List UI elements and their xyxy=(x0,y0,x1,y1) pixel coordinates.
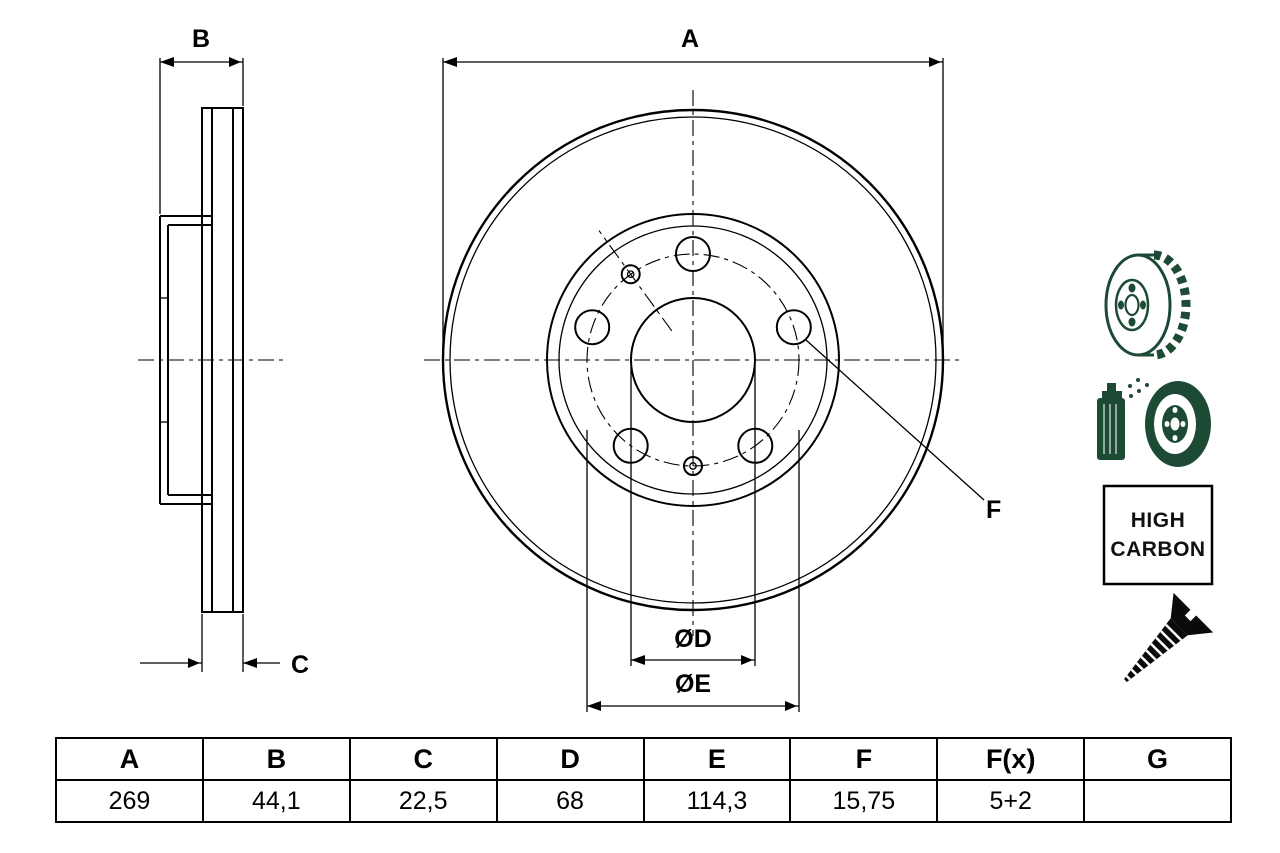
coated-disc-bolt-hole xyxy=(1180,421,1186,427)
spray-dot xyxy=(1137,389,1141,393)
disc-hub xyxy=(1114,278,1150,332)
spec-col-header-g: G xyxy=(1083,737,1232,781)
vented-brake-disc-icon xyxy=(1104,250,1191,360)
pin-hole xyxy=(620,264,641,285)
drawing-canvas: B C A xyxy=(138,25,1214,712)
spec-col-header-e: E xyxy=(642,737,792,781)
dim-f-label: F xyxy=(986,496,1001,524)
disc-center-bore xyxy=(1124,293,1140,317)
disc-bolt-hole xyxy=(1118,300,1124,310)
coated-disc-bore xyxy=(1170,417,1180,431)
spec-value-f: 15,75 xyxy=(789,779,939,823)
high-carbon-line2: CARBON xyxy=(1110,538,1205,561)
spray-dot xyxy=(1129,394,1133,398)
screw-slot xyxy=(1184,609,1197,622)
pin-hole-centerline xyxy=(598,230,673,332)
spec-value-a: 269 xyxy=(55,779,204,823)
spec-col-header-d: D xyxy=(495,737,645,781)
dim-d-label: ØD xyxy=(674,625,712,653)
bolt-hole xyxy=(775,309,812,346)
dimension-d: ØD xyxy=(630,366,756,666)
spec-col-header-f: F xyxy=(789,737,939,781)
disc-bolt-hole xyxy=(1140,300,1146,310)
spec-value-d: 68 xyxy=(495,779,645,823)
disc-bolt-hole xyxy=(1128,317,1136,327)
spray-dot xyxy=(1128,384,1132,388)
spec-value-g xyxy=(1083,779,1232,823)
coated-disc-bolt-hole xyxy=(1172,407,1178,413)
spray-can-nozzle xyxy=(1107,383,1116,391)
dim-f-leader-line xyxy=(805,339,985,501)
spec-value-e: 114,3 xyxy=(642,779,792,823)
disc-rim-vents xyxy=(1153,250,1191,360)
spec-table-header-row: A B C D E F F(x) G xyxy=(55,737,1232,781)
side-view-cross-section xyxy=(138,107,285,613)
spray-can-body xyxy=(1097,398,1125,460)
spec-value-b: 44,1 xyxy=(201,779,351,823)
spray-dot xyxy=(1136,378,1140,382)
coated-disc-bolt-hole xyxy=(1172,435,1178,441)
high-carbon-box xyxy=(1102,484,1214,586)
countersunk-screw-icon xyxy=(1118,592,1214,688)
disc-bolt-hole xyxy=(1128,283,1136,293)
coated-disc-bolt-hole xyxy=(1164,421,1170,427)
dimension-a: A xyxy=(442,25,944,348)
spec-col-header-b: B xyxy=(201,737,351,781)
dim-c-label: C xyxy=(291,651,309,679)
bolt-hole xyxy=(574,309,611,346)
dimension-c: C xyxy=(140,614,309,679)
spec-table: A B C D E F F(x) G 269 44,1 22,5 68 114,… xyxy=(55,737,1232,823)
front-view xyxy=(424,90,964,636)
spec-col-header-c: C xyxy=(348,737,498,781)
coated-disc-spray-icon xyxy=(1097,378,1211,467)
spray-can-rim xyxy=(1102,391,1122,398)
screw-threads xyxy=(1118,622,1184,688)
spec-table-value-row: 269 44,1 22,5 68 114,3 15,75 5+2 xyxy=(55,779,1232,823)
spec-value-c: 22,5 xyxy=(348,779,498,823)
high-carbon-line1: HIGH xyxy=(1131,509,1186,532)
dimension-e: ØE xyxy=(586,430,800,712)
dimension-b: B xyxy=(159,25,244,214)
spec-col-header-fx: F(x) xyxy=(936,737,1086,781)
dim-a-label: A xyxy=(681,25,699,53)
disc-face xyxy=(1104,253,1172,357)
spec-col-header-a: A xyxy=(55,737,204,781)
dimension-f: F xyxy=(805,339,1001,524)
spec-value-fx: 5+2 xyxy=(936,779,1086,823)
high-carbon-badge: HIGH CARBON xyxy=(1102,484,1214,586)
dim-b-label: B xyxy=(192,25,210,53)
dim-e-label: ØE xyxy=(675,670,711,698)
pin-hole-center xyxy=(626,270,635,279)
spray-dot xyxy=(1145,383,1149,387)
